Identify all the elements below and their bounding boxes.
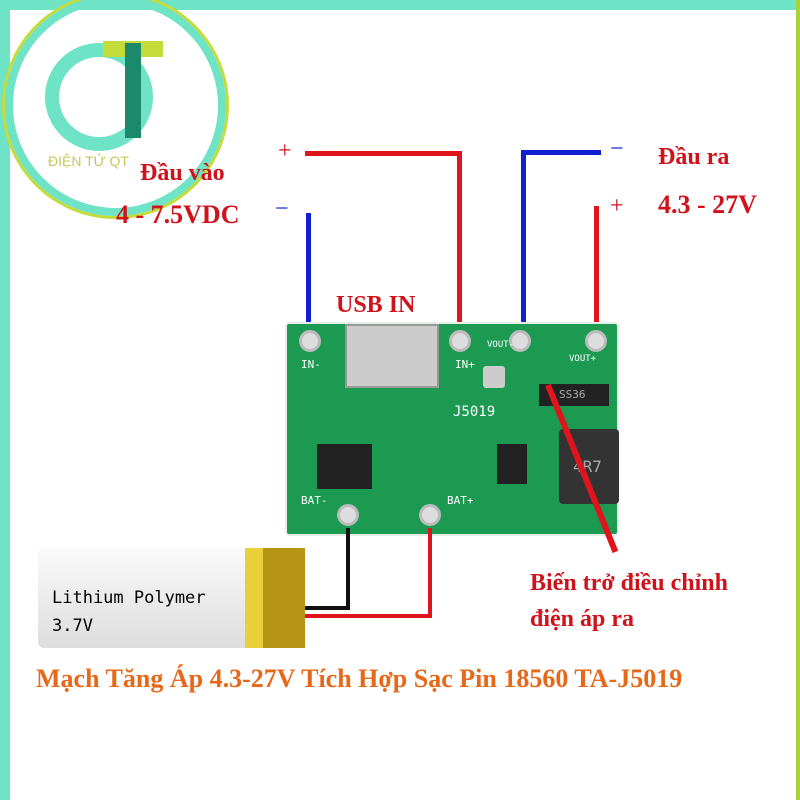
- frame-border-right: [796, 0, 800, 800]
- boost-chip: [497, 444, 527, 484]
- output-voltage: 4.3 - 27V: [658, 190, 757, 219]
- board-model: J5019: [453, 404, 496, 420]
- battery-cap: [245, 548, 305, 648]
- input-plus-wire-v: [457, 151, 462, 331]
- input-minus-wire: [306, 213, 311, 331]
- output-plus: +: [610, 193, 624, 219]
- pot-label-1: Biến trở điều chỉnh: [530, 570, 728, 596]
- input-plus: +: [278, 138, 292, 164]
- frame-border-top: [0, 0, 800, 10]
- usb-label: USB IN: [336, 292, 416, 318]
- pin-in-plus: [449, 330, 471, 352]
- pin-vout-plus: [585, 330, 607, 352]
- battery-label-2: 3.7V: [52, 616, 93, 636]
- diode-label: SS36: [559, 388, 586, 401]
- input-voltage: 4 - 7.5VDC: [116, 200, 240, 229]
- charger-chip: [317, 444, 372, 489]
- bat-plus-wire: [428, 528, 432, 618]
- pin-in-minus: [299, 330, 321, 352]
- logo-t-stem: [125, 43, 141, 138]
- output-minus-wire: [521, 150, 601, 155]
- output-minus: −: [610, 136, 624, 162]
- output-plus-wire: [594, 206, 599, 330]
- pin-label-in-minus: IN-: [301, 358, 321, 371]
- pin-bat-minus: [337, 504, 359, 526]
- battery-label-1: Lithium Polymer: [52, 588, 206, 608]
- input-title: Đầu vào: [140, 160, 225, 186]
- bat-minus-wire-h: [300, 606, 350, 610]
- input-plus-wire: [305, 151, 460, 156]
- pot-label-2: điện áp ra: [530, 606, 635, 632]
- pin-label-in-plus: IN+: [455, 358, 475, 371]
- potentiometer[interactable]: [483, 366, 505, 388]
- pin-bat-plus: [419, 504, 441, 526]
- pin-label-bat-plus: BAT+: [447, 494, 474, 507]
- pin-label-bat-minus: BAT-: [301, 494, 328, 507]
- output-title: Đầu ra: [658, 144, 730, 170]
- logo: ĐIỆN TỬ QT: [5, 0, 226, 216]
- pin-label-vout-minus: VOUT-: [487, 340, 515, 350]
- pin-label-vout-plus: VOUT+: [569, 354, 597, 364]
- caption: Mạch Tăng Áp 4.3-27V Tích Hợp Sạc Pin 18…: [36, 664, 683, 693]
- bat-plus-wire-h: [300, 614, 432, 618]
- output-minus-wire-v: [521, 150, 526, 330]
- pin-vout-minus: [509, 330, 531, 352]
- bat-minus-wire: [346, 528, 350, 610]
- input-minus: −: [275, 196, 289, 222]
- frame-border-left: [0, 0, 10, 800]
- logo-text: ĐIỆN TỬ QT: [48, 153, 129, 169]
- usb-port: [345, 324, 439, 388]
- battery: Lithium Polymer 3.7V: [38, 548, 258, 648]
